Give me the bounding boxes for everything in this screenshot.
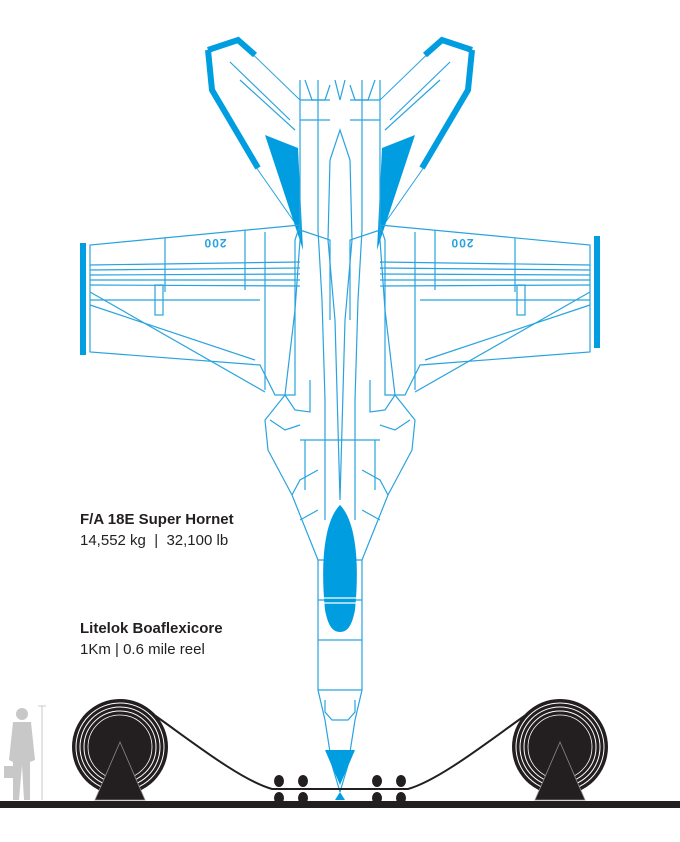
ground-deck — [0, 801, 680, 808]
human-scale-figure — [4, 705, 46, 800]
aircraft-plan-view — [80, 36, 600, 800]
wing-marking-left: 200 — [203, 236, 226, 250]
aircraft-weight: 14,552 kg | 32,100 lb — [80, 532, 229, 549]
aircraft-left-half — [89, 36, 341, 793]
cable-label: Litelok Boaflexicore 1Km | 0.6 mile reel — [80, 620, 223, 658]
arresting-cable — [149, 711, 531, 790]
aircraft-name: F/A 18E Super Hornet — [80, 511, 234, 528]
aircraft-label: F/A 18E Super Hornet 14,552 kg | 32,100 … — [80, 511, 234, 549]
cable-reel-left — [72, 699, 168, 801]
cable-reel-right — [512, 699, 608, 801]
cable-name: Litelok Boaflexicore — [80, 620, 223, 637]
cable-spec: 1Km | 0.6 mile reel — [80, 641, 205, 658]
wing-marking-right: 200 — [450, 236, 473, 250]
